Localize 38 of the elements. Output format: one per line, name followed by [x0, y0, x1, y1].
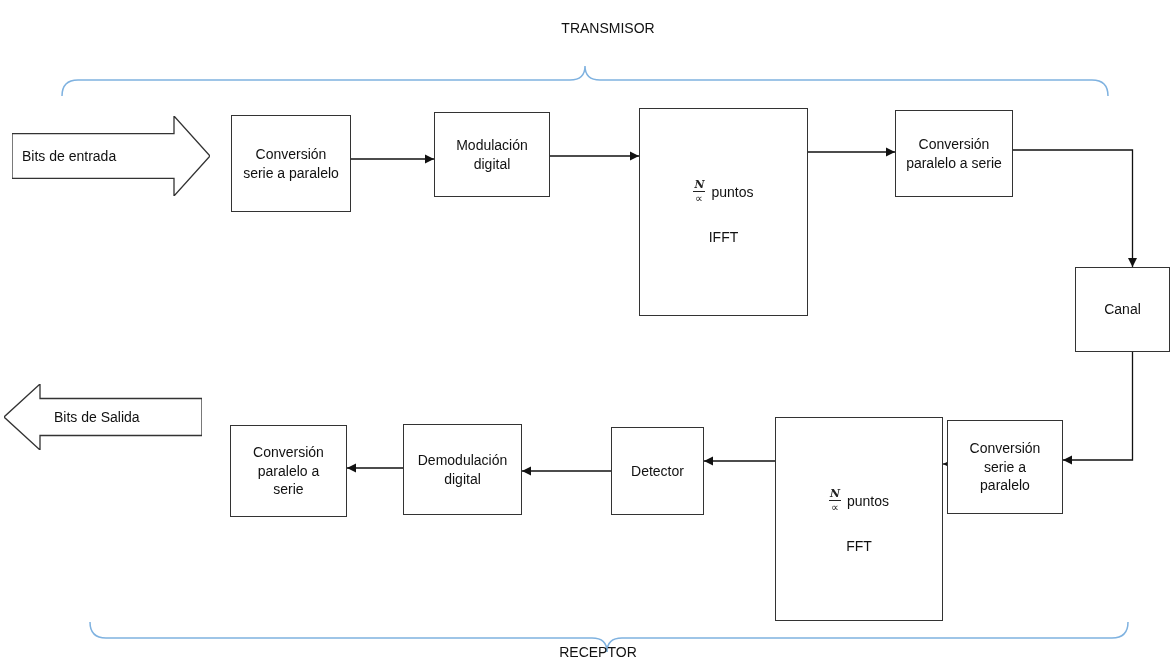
node-text: Bits de entrada	[22, 146, 117, 166]
node-text: FFT	[846, 537, 872, 557]
process-box	[611, 427, 704, 515]
arrow	[350, 154, 435, 164]
section-label: TRANSMISOR	[561, 18, 655, 38]
arrow	[346, 463, 404, 473]
arrow	[549, 151, 640, 161]
denominator: ∝	[830, 501, 839, 515]
node-text: Bits de Salida	[54, 407, 140, 427]
node-text: Detector	[631, 461, 684, 481]
process-box	[230, 425, 347, 517]
process-box	[434, 112, 550, 197]
section-label: RECEPTOR	[559, 642, 637, 662]
node-text: Conversión serie a paralelo	[968, 438, 1042, 496]
arrow	[521, 466, 612, 476]
process-box	[1075, 267, 1170, 352]
node-text: Conversión serie a paralelo	[242, 144, 340, 183]
arrow	[1012, 149, 1138, 268]
process-box	[403, 424, 522, 515]
process-box	[775, 417, 943, 621]
arrow	[807, 147, 896, 157]
process-box	[947, 420, 1063, 514]
node-text: puntos	[846, 491, 889, 511]
node-text: Canal	[1104, 300, 1141, 319]
numerator: N	[694, 179, 705, 192]
process-box	[895, 110, 1013, 197]
node-text: puntos	[711, 182, 754, 202]
node-text: Modulación digital	[455, 135, 529, 174]
node-text: Conversión paralelo a serie	[252, 442, 325, 500]
node-text: Demodulación digital	[416, 450, 509, 489]
denominator: ∝	[695, 192, 704, 206]
process-box	[231, 115, 351, 212]
arrow	[703, 456, 776, 466]
node-text: IFFT	[708, 228, 739, 248]
arrow	[1062, 351, 1134, 465]
node-text: Conversión paralelo a serie	[906, 134, 1002, 173]
process-box	[639, 108, 808, 316]
numerator: N	[829, 488, 840, 501]
